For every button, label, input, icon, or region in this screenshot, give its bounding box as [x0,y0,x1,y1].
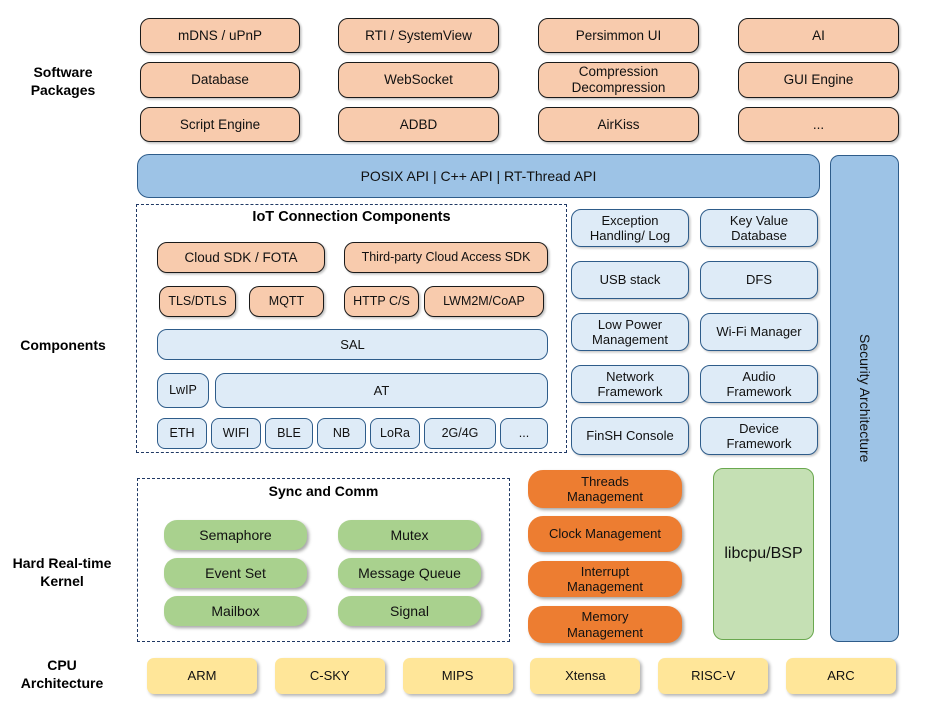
cpu-c-sky: C-SKY [274,658,385,694]
section-label-kernel: Hard Real-time Kernel [12,555,112,590]
iot-http-cs: HTTP C/S [344,286,419,317]
iot-link-wifi: WIFI [211,418,261,449]
kernel-mutex: Mutex [338,520,481,550]
pkg-airkiss: AirKiss [538,107,699,142]
iot-thirdparty-cloud-sdk: Third-party Cloud Access SDK [344,242,548,273]
iot-connection-components-box: IoT Connection Components Cloud SDK / FO… [136,204,567,453]
mgmt-interrupt: Interrupt Management [528,561,682,597]
libcpu-bsp: libcpu/BSP [713,468,814,640]
iot-lwip: LwIP [157,373,209,408]
pkg-websocket: WebSocket [338,62,499,98]
cpu-risc-v: RISC-V [658,658,769,694]
section-label-components: Components [20,337,106,353]
iot-link-ble: BLE [265,418,313,449]
iot-sal: SAL [157,329,548,360]
section-label-cpu-architecture: CPU Architecture [20,657,104,692]
sync-box-title: Sync and Comm [268,483,379,499]
iot-link-eth: ETH [157,418,207,449]
iot-cloud-sdk-fota: Cloud SDK / FOTA [157,242,325,273]
cpu-row: ARM C-SKY MIPS Xtensa RISC-V ARC [147,658,896,694]
iot-link-lora: LoRa [370,418,420,449]
pkg-ai: AI [738,18,899,53]
pkg-gui-engine: GUI Engine [738,62,899,98]
iot-box-title: IoT Connection Components [252,209,451,225]
kernel-signal: Signal [338,596,481,626]
svc-exception-log: Exception Handling/ Log [571,209,689,247]
svc-key-value-db: Key Value Database [700,209,818,247]
mgmt-memory: Memory Management [528,606,682,643]
mgmt-clock: Clock Management [528,516,682,552]
iot-link-2g4g: 2G/4G [424,418,496,449]
svc-dfs: DFS [700,261,818,299]
kernel-mailbox: Mailbox [164,596,307,626]
api-bar: POSIX API | C++ API | RT-Thread API [137,154,820,198]
iot-at: AT [215,373,548,408]
iot-link-nb: NB [317,418,366,449]
pkg-database: Database [140,62,300,98]
pkg-script-engine: Script Engine [140,107,300,142]
kernel-message-queue: Message Queue [338,558,481,588]
pkg-compression: Compression Decompression [538,62,699,98]
svc-low-power: Low Power Management [571,313,689,351]
svc-network-framework: Network Framework [571,365,689,403]
iot-mqtt: MQTT [249,286,324,317]
pkg-rti-systemview: RTI / SystemView [338,18,499,53]
sync-and-comm-box: Sync and Comm Semaphore Mutex Event Set … [137,478,510,642]
pkg-more: ... [738,107,899,142]
pkg-persimmon-ui: Persimmon UI [538,18,699,53]
iot-link-more: ... [500,418,548,449]
iot-lwm2m-coap: LWM2M/CoAP [424,286,544,317]
svc-wifi-manager: Wi-Fi Manager [700,313,818,351]
kernel-semaphore: Semaphore [164,520,307,550]
pkg-adbd: ADBD [338,107,499,142]
svc-usb-stack: USB stack [571,261,689,299]
mgmt-threads: Threads Management [528,470,682,508]
cpu-arc: ARC [785,658,896,694]
svc-finsh-console: FinSH Console [571,417,689,455]
cpu-mips: MIPS [402,658,513,694]
kernel-event-set: Event Set [164,558,307,588]
svc-audio-framework: Audio Framework [700,365,818,403]
iot-tls-dtls: TLS/DTLS [159,286,236,317]
svc-device-framework: Device Framework [700,417,818,455]
cpu-arm: ARM [147,658,257,694]
cpu-xtensa: Xtensa [530,658,641,694]
pkg-mdns-upnp: mDNS / uPnP [140,18,300,53]
iot-link-row: ETH WIFI BLE NB LoRa 2G/4G ... [157,418,548,449]
security-architecture-bar: Security Architecture [830,155,899,642]
section-label-software-packages: Software Packages [30,64,96,99]
